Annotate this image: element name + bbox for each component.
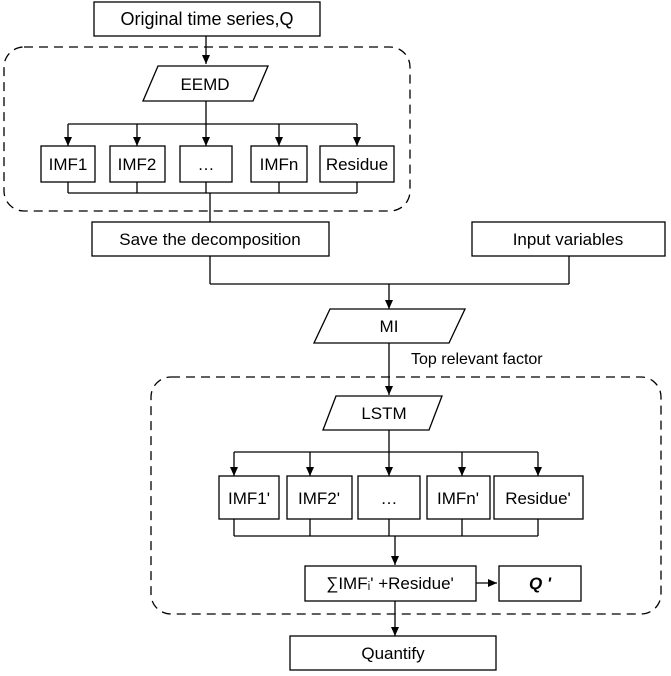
connectors <box>64 36 570 636</box>
input-variables-node: Input variables <box>471 221 666 257</box>
imfn-label: IMFn <box>260 155 299 174</box>
imfn-prime-node: IMFn' <box>426 475 491 520</box>
ellipsis-node-top: … <box>179 145 233 183</box>
eemd-node: EEMD <box>142 65 269 102</box>
q-prime-node: Q ' <box>498 565 582 602</box>
imf1-node: IMF1 <box>40 145 96 183</box>
residue-label: Residue <box>326 155 388 174</box>
residue-node: Residue <box>319 145 395 183</box>
imfn-node: IMFn <box>250 145 308 183</box>
imf2-node: IMF2 <box>109 145 166 183</box>
sum-node: ∑IMFᵢ' +Residue' <box>304 565 477 602</box>
imf2-prime-node: IMF2' <box>286 475 353 520</box>
input-variables-label: Input variables <box>513 230 624 249</box>
imf1-label: IMF1 <box>49 155 88 174</box>
imf1-prime-node: IMF1' <box>218 475 280 520</box>
original-series-label: Original time series,Q <box>120 9 293 29</box>
ellipsis-label-bottom: … <box>381 489 398 508</box>
quantify-label: Quantify <box>361 644 425 663</box>
imf2-label: IMF2 <box>118 155 157 174</box>
quantify-node: Quantify <box>289 635 497 671</box>
imf1-prime-label: IMF1' <box>228 489 270 508</box>
ellipsis-node-bottom: … <box>357 475 421 520</box>
q-prime-label: Q ' <box>529 574 552 593</box>
mi-node: MI <box>312 308 467 344</box>
mi-label: MI <box>380 317 399 336</box>
imf2-prime-label: IMF2' <box>298 489 340 508</box>
imfn-prime-label: IMFn' <box>437 489 479 508</box>
top-relevant-factor-label: Top relevant factor <box>411 351 543 368</box>
eemd-group-frame <box>3 46 411 212</box>
original-series-node: Original time series,Q <box>93 1 321 37</box>
eemd-label: EEMD <box>180 75 229 94</box>
save-decomposition-node: Save the decomposition <box>91 221 330 257</box>
lstm-node: LSTM <box>322 395 443 431</box>
residue-prime-label: Residue' <box>505 489 571 508</box>
sum-label: ∑IMFᵢ' +Residue' <box>326 574 454 593</box>
residue-prime-node: Residue' <box>493 475 584 520</box>
ellipsis-label-top: … <box>198 155 215 174</box>
lstm-label: LSTM <box>361 404 406 423</box>
save-decomposition-label: Save the decomposition <box>119 230 300 249</box>
lstm-group-frame <box>150 376 662 615</box>
